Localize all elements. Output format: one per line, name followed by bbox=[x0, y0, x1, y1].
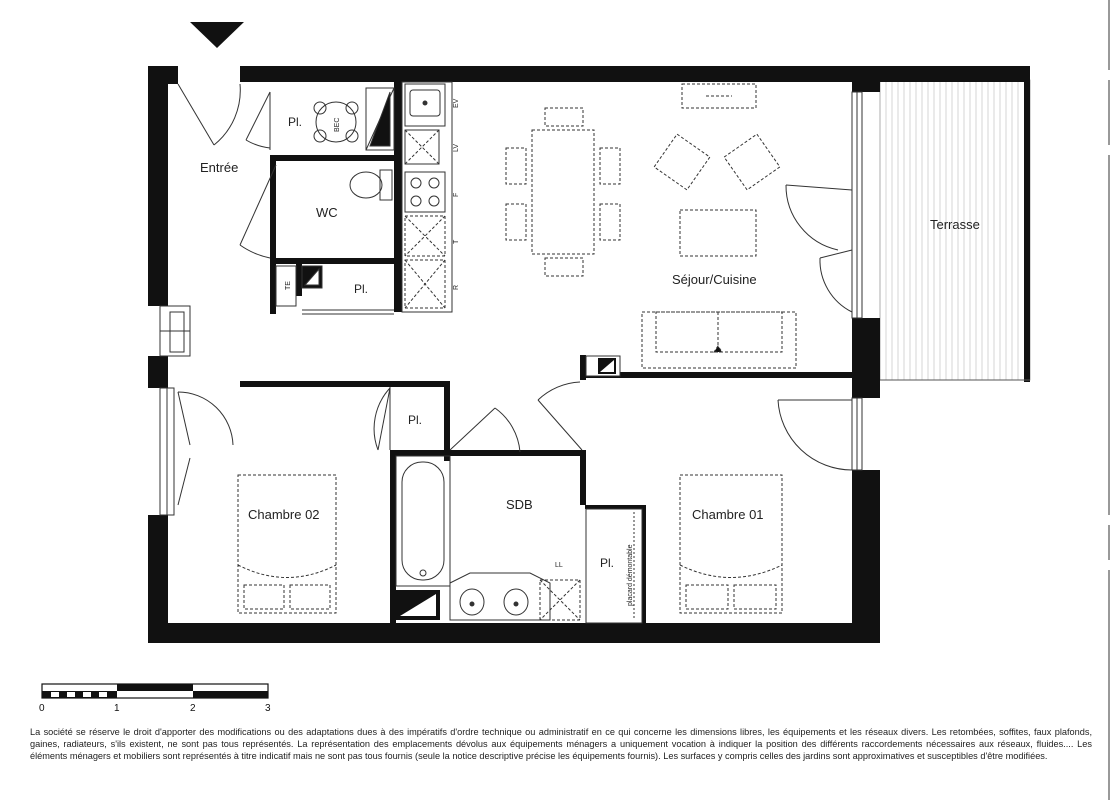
right-edge-marks bbox=[1108, 0, 1110, 800]
kitchen-label-f: F bbox=[453, 193, 460, 197]
scale-label-0: 0 bbox=[39, 703, 45, 714]
scale-label-3: 3 bbox=[265, 703, 271, 714]
pl-ch02-label: Pl. bbox=[408, 413, 422, 427]
kitchen-label-lv: LV bbox=[453, 144, 460, 152]
left-window-ch02 bbox=[159, 387, 234, 516]
kitchen-counter bbox=[401, 81, 453, 313]
sejour-label: Séjour/Cuisine bbox=[672, 272, 757, 287]
disclaimer-text: La société se réserve le droit d'apporte… bbox=[30, 727, 1092, 761]
exterior-walls bbox=[148, 66, 880, 643]
doors bbox=[177, 83, 853, 471]
duct-box bbox=[585, 355, 621, 377]
scale-label-1: 1 bbox=[114, 703, 120, 714]
washing-machine bbox=[539, 579, 581, 621]
terrace-area bbox=[879, 66, 1031, 382]
entree-label: Entrée bbox=[200, 160, 238, 175]
te-label: TE bbox=[285, 281, 292, 290]
bed-chambre01 bbox=[679, 474, 783, 614]
ll-label: LL bbox=[555, 562, 563, 569]
wc-toilet bbox=[349, 169, 393, 201]
scale-label-2: 2 bbox=[190, 703, 196, 714]
entry-closet bbox=[269, 87, 395, 151]
dining-table bbox=[505, 107, 621, 277]
scale-bar bbox=[41, 683, 269, 699]
wc-label: WC bbox=[316, 205, 338, 220]
double-vanity bbox=[449, 572, 551, 621]
pl-ch01-label: Pl. bbox=[600, 556, 614, 570]
placard-label: placard démontable bbox=[627, 544, 634, 606]
sdb-shaft bbox=[396, 590, 440, 620]
chambre02-label: Chambre 02 bbox=[248, 507, 320, 522]
pl-entree-label: Pl. bbox=[288, 115, 302, 129]
kitchen-label-r: R bbox=[453, 285, 460, 290]
floor-plan: EV LV F T R Pl. BEC TE Pl. Entrée WC Séj… bbox=[39, 22, 1031, 714]
sdb-label: SDB bbox=[506, 497, 533, 512]
kitchen-label-t: T bbox=[453, 239, 460, 244]
te-cabinet bbox=[275, 265, 394, 315]
terrasse-label: Terrasse bbox=[930, 217, 980, 232]
bed-chambre02 bbox=[237, 474, 337, 614]
entrance-arrow-icon bbox=[190, 22, 244, 48]
kitchen-label-ev: EV bbox=[453, 98, 460, 108]
bec-label: BEC bbox=[334, 118, 341, 132]
right-windows bbox=[851, 91, 863, 471]
sideboard bbox=[681, 83, 757, 109]
chambre01-label: Chambre 01 bbox=[692, 507, 764, 522]
bathtub bbox=[395, 455, 451, 587]
left-window bbox=[159, 305, 191, 357]
pl-wc-label: Pl. bbox=[354, 282, 368, 296]
closet-ch01 bbox=[585, 508, 643, 624]
interior-walls bbox=[240, 82, 852, 623]
sofa bbox=[641, 311, 797, 369]
armchairs bbox=[653, 133, 781, 257]
